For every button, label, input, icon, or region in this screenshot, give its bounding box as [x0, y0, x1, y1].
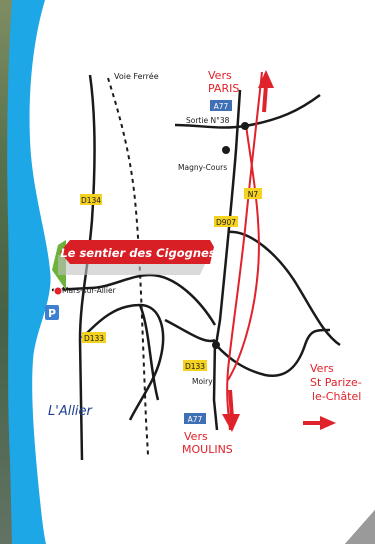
- trail-banner: [52, 240, 214, 290]
- label-vers-st-3: le-Châtel: [312, 390, 361, 403]
- magny-dot: [222, 146, 230, 154]
- label-mars: Mars-sur-Allier: [62, 286, 117, 295]
- parking-icon: [45, 305, 59, 320]
- page-curl: [345, 510, 375, 544]
- label-allier: L'Allier: [48, 404, 94, 419]
- road-moiry-south: [212, 339, 219, 431]
- road-d133-loop: [81, 303, 165, 421]
- badge-d907: [214, 216, 238, 227]
- banner-title: Le sentier des Cigognes: [60, 246, 215, 260]
- badge-a77-bottom: [184, 413, 206, 424]
- label-vers-paris-1: Vers: [208, 69, 232, 82]
- badge-a77-top-text: A77: [214, 102, 229, 111]
- moiry-dot: [212, 341, 220, 349]
- badge-d134-text: D134: [81, 196, 101, 205]
- river-allier: [0, 0, 51, 544]
- badge-d907-text: D907: [216, 218, 236, 227]
- label-vers-moulins-2: MOULINS: [182, 443, 233, 456]
- badge-n7-text: N7: [248, 190, 259, 199]
- label-moiry: Moiry: [192, 377, 213, 386]
- arrow-down-icon: [222, 389, 240, 432]
- road-east: [227, 230, 341, 347]
- badge-d133-left: [82, 332, 106, 343]
- road-mars: [51, 273, 217, 326]
- road-a77: [227, 124, 260, 381]
- badge-d133-left-text: D133: [84, 334, 104, 343]
- aerial-edge: [0, 0, 12, 544]
- label-vers-paris-2: PARIS: [208, 82, 239, 95]
- road-d133-east: [164, 318, 216, 343]
- road-moiry-east: [215, 328, 331, 378]
- parking-label: P: [48, 307, 56, 320]
- railway-line: [107, 77, 149, 456]
- road-n7: [226, 71, 263, 431]
- road-d134: [78, 74, 96, 461]
- badge-d133-right-text: D133: [185, 362, 205, 371]
- arrow-up-icon: [258, 70, 274, 113]
- label-vers-st-2: St Parize-: [310, 376, 362, 389]
- label-vers-st-1: Vers: [310, 362, 334, 375]
- location-pin-icon: [53, 286, 63, 296]
- sortie-dot: [241, 122, 249, 130]
- label-vers-moulins-1: Vers: [184, 430, 208, 443]
- label-sortie: Sortie N°38: [186, 116, 230, 125]
- arrow-right-icon: [303, 416, 336, 430]
- label-voie-ferree: Voie Ferrée: [114, 71, 159, 81]
- badge-d134: [80, 194, 102, 205]
- badge-a77-top: [210, 100, 232, 111]
- label-magny: Magny-Cours: [178, 163, 227, 172]
- badge-a77-bottom-text: A77: [188, 415, 203, 424]
- road-d133-inner: [138, 304, 160, 401]
- badge-d133-right: [183, 360, 207, 371]
- badge-n7: [244, 188, 262, 199]
